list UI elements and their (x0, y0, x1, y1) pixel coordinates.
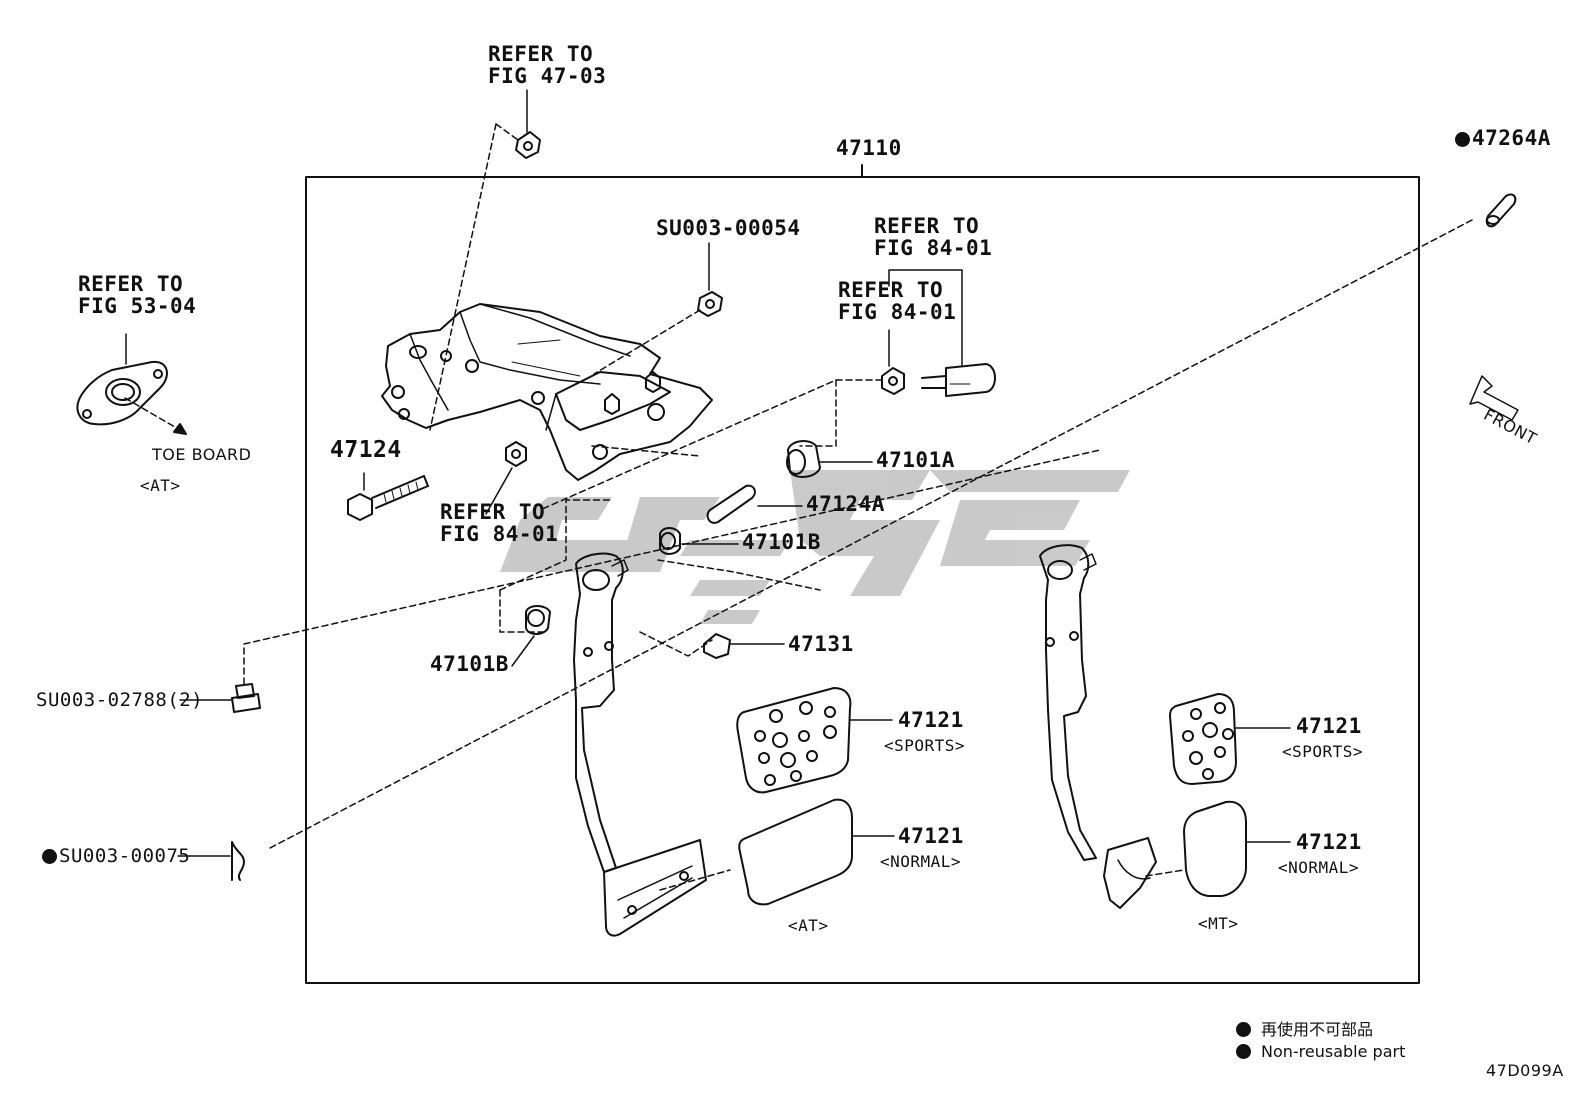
non-reusable-dot-icon (42, 849, 57, 864)
toe-board-label: TOE BOARD (152, 445, 252, 464)
clip-47264A (269, 193, 1517, 849)
mt-normal-pad (1183, 800, 1291, 897)
refer-84-01-c-line2: FIG 84-01 (440, 522, 559, 546)
bushing-47101A (786, 440, 873, 478)
stopper-47131 (703, 633, 785, 659)
pin-su003-00075 (177, 841, 245, 881)
part-47101B-right-label: 47101B (742, 530, 821, 554)
at-sports-pad (736, 687, 893, 794)
part-47264A-label: 47264A (1455, 128, 1551, 149)
at-bottom-label: <AT> (788, 916, 829, 935)
refer-53-04-line1: REFER TO (78, 272, 184, 296)
part-47124A-label: 47124A (806, 492, 885, 516)
at-left-label: <AT> (140, 476, 181, 495)
toe-board-gasket (76, 333, 187, 435)
stop-lamp-switch (881, 269, 996, 397)
bushing-47101B-left (511, 605, 551, 667)
non-reusable-dot-icon (1236, 1022, 1251, 1037)
bolt-47124 (347, 472, 429, 521)
mt-normal-part-label: 47121 (1296, 830, 1362, 854)
legend-japanese: 再使用不可部品 (1236, 1016, 1373, 1040)
mt-sports-pad (1169, 693, 1291, 785)
at-normal-part-label: 47121 (898, 824, 964, 848)
refer-47-03-line2: FIG 47-03 (488, 64, 607, 88)
mt-sports-part-label: 47121 (1296, 714, 1362, 738)
refer-84-01-b-line1: REFER TO (838, 278, 944, 302)
mt-pedal-arm (1039, 544, 1185, 909)
nut-su003-00054 (593, 242, 723, 375)
refer-47-03-line1: REFER TO (488, 42, 594, 66)
at-sports-part-label: 47121 (898, 708, 964, 732)
front-arrow-icon (1469, 375, 1519, 421)
pin-47124A (706, 484, 803, 524)
mt-bottom-label: <MT> (1198, 914, 1239, 933)
refer-84-01-a-line1: REFER TO (874, 214, 980, 238)
part-47101A-label: 47101A (876, 448, 955, 472)
at-sports-tag-label: <SPORTS> (884, 736, 966, 755)
refer-nut-47-03 (429, 89, 541, 431)
at-normal-tag-label: <NORMAL> (880, 852, 962, 871)
refer-84-01-a-line2: FIG 84-01 (874, 236, 993, 260)
bolt-su003-02788 (179, 449, 1101, 713)
diagram-code: 47D099A (1486, 1061, 1564, 1080)
refer-84-01-c-line1: REFER TO (440, 500, 546, 524)
at-normal-pad (738, 798, 895, 906)
pedal-bracket (381, 303, 713, 481)
refer-84-01-b-line2: FIG 84-01 (838, 300, 957, 324)
part-47110-label: 47110 (836, 136, 902, 160)
mt-sports-tag-label: <SPORTS> (1282, 742, 1364, 761)
bushing-47101B-right (659, 527, 739, 555)
part-47131-label: 47131 (788, 632, 854, 656)
su003-00075-label: SU003-00075 (42, 846, 190, 867)
mt-normal-tag-label: <NORMAL> (1278, 858, 1360, 877)
part-47124-label: 47124 (330, 437, 402, 463)
su003-00054-label: SU003-00054 (656, 216, 801, 240)
part-47101B-left-label: 47101B (430, 652, 509, 676)
legend-english: Non-reusable part (1236, 1042, 1405, 1061)
non-reusable-dot-icon (1455, 132, 1470, 147)
refer-53-04-line2: FIG 53-04 (78, 294, 197, 318)
su003-02788-label: SU003-02788(2) (36, 689, 204, 711)
non-reusable-dot-icon (1236, 1044, 1251, 1059)
refer-nut-84-01 (485, 441, 527, 515)
at-pedal-arm (573, 552, 731, 937)
